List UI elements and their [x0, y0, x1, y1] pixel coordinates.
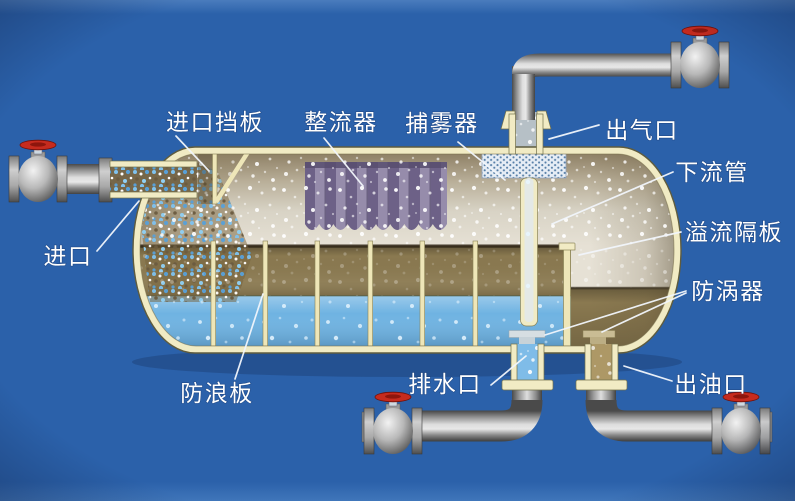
wave-baffle-plate	[262, 240, 268, 346]
mist-extractor	[481, 154, 567, 179]
downcomer-pipe	[520, 177, 538, 327]
label-oil-outlet: 出油口	[674, 371, 748, 397]
water-nozzle-wall-right	[537, 343, 545, 385]
inlet-pipe-wall-top	[109, 160, 198, 168]
overflow-baffle-cap	[558, 242, 576, 251]
label-vortex-breaker: 防涡器	[691, 278, 765, 304]
gas-riser-pipe	[512, 66, 535, 120]
vortex-breaker-plate	[508, 330, 546, 338]
oil-nozzle-flange	[575, 379, 628, 391]
background-top-band	[0, 0, 795, 14]
water-nozzle-flange	[501, 379, 554, 391]
label-downcomer: 下流管	[675, 159, 749, 185]
inlet-baffle-vertical-plate	[212, 154, 218, 205]
vessel-interior	[140, 154, 674, 346]
downcomer-flow	[524, 178, 534, 322]
inlet-pipe-wall-bottom	[109, 191, 198, 199]
oil-bubble-specks	[140, 248, 571, 296]
gas-elbow-pipe	[512, 53, 672, 78]
label-inlet-baffle: 进口挡板	[166, 109, 264, 135]
inlet-baffle-shadow	[198, 154, 212, 204]
label-wave-baffle: 防浪板	[180, 380, 254, 406]
label-overflow-baffle: 溢流隔板	[685, 219, 783, 245]
vortex-breaker-plate	[582, 330, 616, 338]
label-inlet: 进口	[44, 243, 93, 269]
wave-baffle-plate	[210, 240, 216, 346]
wave-baffle-plate	[367, 240, 373, 346]
wave-baffle-plate	[419, 240, 425, 346]
wave-baffle-plate	[314, 240, 320, 346]
label-flow-straightener: 整流器	[304, 109, 378, 135]
oil-nozzle-flow	[591, 344, 612, 384]
label-mist-extractor: 捕雾器	[405, 110, 479, 136]
mist-extractor-mesh	[482, 154, 566, 178]
wave-baffle-plate	[472, 240, 478, 346]
gas-nozzle-wall-right	[536, 113, 544, 155]
oil-nozzle-wall-right	[611, 343, 619, 385]
label-water-outlet: 排水口	[408, 371, 482, 397]
inlet-gray-pipe	[63, 164, 102, 194]
oil-nozzle-wall-left	[584, 343, 592, 385]
label-gas-outlet: 出气口	[605, 117, 679, 143]
inlet-pipe-flow	[110, 167, 197, 192]
overflow-baffle-plate	[563, 246, 571, 346]
gas-nozzle-wall-left	[508, 113, 516, 155]
water-bubble-specks	[140, 298, 571, 346]
background-bottom-band	[0, 482, 795, 501]
water-nozzle-flow	[517, 344, 538, 384]
